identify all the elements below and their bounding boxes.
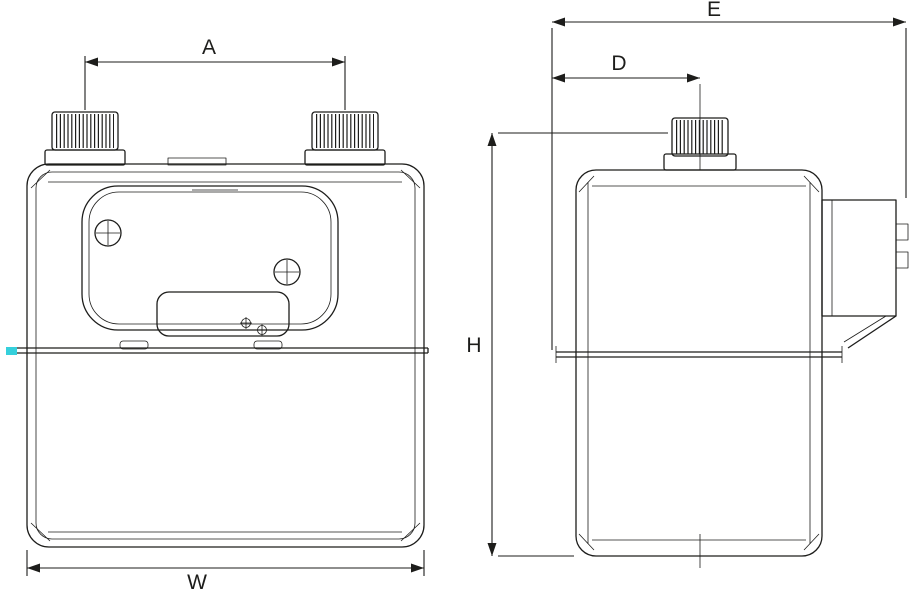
screw-bottom-right	[273, 258, 301, 286]
latch-screw-1-cross	[240, 317, 252, 329]
band-lines	[556, 351, 842, 358]
dimension-a-extension-lines	[84, 56, 346, 110]
thread-outline	[311, 111, 379, 151]
band-clip-left	[119, 340, 149, 350]
connector-notch-1	[895, 223, 909, 241]
mounting-band-side	[555, 346, 843, 363]
latch-screw-2-cross	[256, 324, 268, 336]
bracket-diagonal-2	[843, 315, 887, 343]
pipe-fitting-left	[44, 111, 126, 166]
window-inner-contour	[88, 191, 332, 325]
body-inner-contour	[35, 171, 416, 540]
body-bevel-lines	[592, 185, 806, 541]
body-bevel-lines	[48, 181, 402, 533]
meter-body-front	[26, 157, 425, 548]
meter-body-side	[575, 169, 823, 568]
side-view: E D	[466, 0, 909, 568]
body-outline	[575, 169, 823, 557]
display-window	[81, 185, 339, 331]
dimension-d: D	[552, 52, 701, 170]
screw-circle	[273, 258, 301, 286]
block-outline	[821, 199, 897, 317]
dimension-a-label: A	[202, 36, 216, 59]
dimension-a: A	[84, 36, 346, 110]
window-outline	[81, 185, 339, 331]
band-lines	[11, 347, 429, 354]
screw-circle	[94, 219, 122, 247]
thread-outline	[671, 117, 729, 157]
latch-outline	[156, 291, 290, 337]
thread-outline	[51, 111, 119, 151]
dimension-h: H	[466, 132, 668, 557]
dimension-e-label: E	[707, 0, 721, 21]
dimension-h-label: H	[466, 334, 481, 357]
screw-cross	[275, 260, 299, 284]
dimension-e-extension-lines	[551, 28, 907, 350]
top-center-detail	[167, 157, 227, 166]
dimension-w-extension-lines	[26, 550, 425, 576]
cover-latch	[156, 291, 290, 337]
dimension-w-label: W	[187, 571, 207, 594]
front-view: A	[6, 36, 429, 594]
band-end-caps	[555, 346, 843, 363]
index-unit-block	[821, 199, 909, 349]
dimension-h-extension-lines	[498, 132, 668, 557]
corner-chamfers	[30, 169, 421, 542]
body-inner-verticals	[587, 182, 811, 544]
pipe-fitting-right	[304, 111, 386, 166]
fitting-collar	[44, 149, 126, 166]
accent-tick	[6, 347, 17, 355]
connector-notch-2	[895, 251, 909, 269]
mounting-band-front	[6, 340, 429, 355]
dimension-d-label: D	[611, 52, 626, 75]
bracket-diagonal-1	[847, 315, 897, 349]
fitting-collar	[304, 149, 386, 166]
body-outline	[26, 163, 425, 548]
dimension-e: E	[551, 0, 907, 350]
band-clip-right	[253, 340, 283, 350]
corner-chamfers	[578, 175, 820, 551]
screw-top-left	[94, 219, 122, 247]
screw-cross	[96, 221, 120, 245]
dimension-w: W	[26, 550, 425, 594]
